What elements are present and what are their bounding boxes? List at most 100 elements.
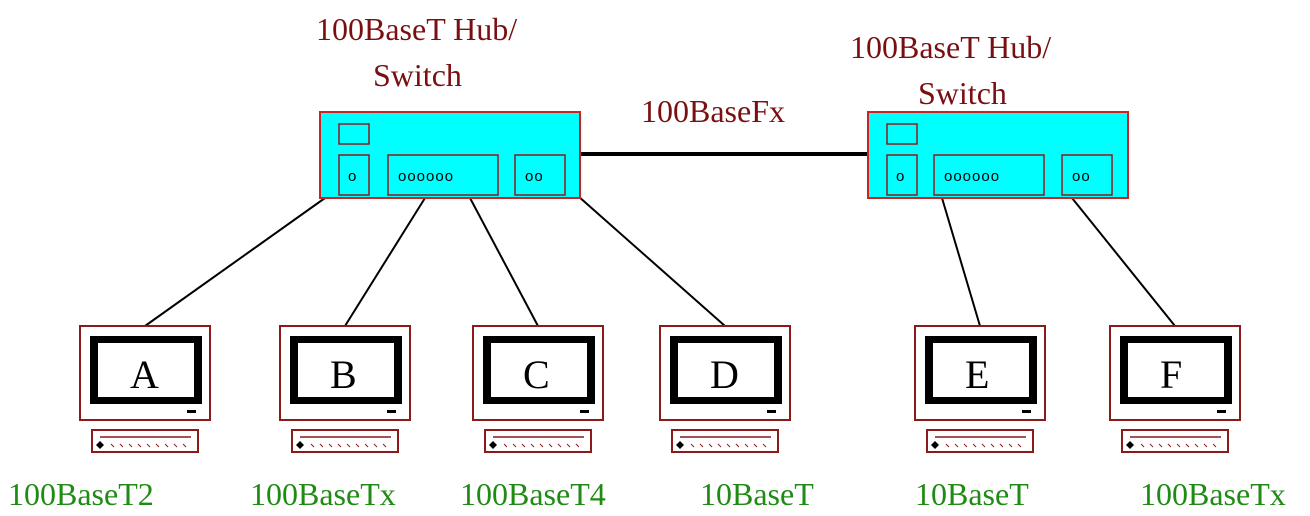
hub-2-port-group-glyph: oooooo	[944, 168, 1000, 185]
computer-b-keyboard-key-4	[346, 443, 351, 448]
computer-e-keyboard-key-2	[963, 443, 968, 448]
computer-e-keyboard-key-8	[1017, 443, 1022, 448]
computer-d-keyboard-key-6	[744, 443, 749, 448]
cable-type-d: 10BaseT	[700, 476, 814, 512]
computer-e-keyboard-key-3	[972, 443, 977, 448]
computer-f-keyboard-key-6	[1194, 443, 1199, 448]
computer-a-keyboard-key	[96, 441, 104, 449]
computer-a-keyboard-key-5	[155, 443, 160, 448]
computer-f	[1109, 325, 1241, 453]
computer-b-keyboard-key-2	[328, 443, 333, 448]
computer-c-keyboard-key-7	[566, 443, 571, 448]
computer-a-keyboard-key-4	[146, 443, 151, 448]
computer-b-keyboard-key-1	[319, 443, 324, 448]
computer-c-screen	[491, 343, 587, 397]
computer-d-keyboard-key	[676, 441, 684, 449]
computer-f-keyboard	[1121, 429, 1229, 453]
computer-d-keyboard-key-8	[762, 443, 767, 448]
computer-b-keyboard-key-0	[310, 443, 315, 448]
computer-e-screen	[933, 343, 1029, 397]
computer-c-keyboard-key-6	[557, 443, 562, 448]
cable-type-c: 100BaseT4	[460, 476, 606, 512]
computer-e-keyboard-key-0	[945, 443, 950, 448]
hub-2-port-single-glyph: o	[896, 168, 905, 185]
computer-b-keyboard-key-3	[337, 443, 342, 448]
hub-2-port-single	[886, 154, 918, 196]
cable-f	[1071, 197, 1176, 327]
computer-d-keyboard-key-2	[708, 443, 713, 448]
computer-a-screen	[98, 343, 194, 397]
hub-2: o oooooo oo	[867, 111, 1129, 199]
computer-f-screen	[1128, 343, 1224, 397]
computer-c-keyboard-key-3	[530, 443, 535, 448]
hub-2-label-line2: Switch	[918, 75, 1007, 111]
computer-b-keyboard-key-5	[355, 443, 360, 448]
computer-e-label: E	[965, 352, 989, 397]
computer-f-label: F	[1160, 352, 1182, 397]
computer-c-keyboard-key-2	[521, 443, 526, 448]
hub-2-port-pair-glyph: oo	[1072, 168, 1091, 185]
computer-d-screen	[678, 343, 774, 397]
hub-1-port-single	[338, 154, 370, 196]
cable-c	[469, 197, 539, 327]
computer-d-keyboard-key-4	[726, 443, 731, 448]
hub-2-port-group	[933, 154, 1045, 196]
computer-e-keyboard-key-4	[981, 443, 986, 448]
computer-c-keyboard-key	[489, 441, 497, 449]
computer-c-keyboard-key-5	[548, 443, 553, 448]
computer-d-keyboard-key-3	[717, 443, 722, 448]
computer-e-keyboard-key-1	[954, 443, 959, 448]
cable-type-e: 10BaseT	[915, 476, 1029, 512]
computer-f-keyboard-key-3	[1167, 443, 1172, 448]
hub-1-port-pair-glyph: oo	[525, 168, 544, 185]
fiber-link-label: 100BaseFx	[641, 93, 785, 129]
computer-d-label: D	[710, 352, 739, 397]
computer-a-keyboard	[91, 429, 199, 453]
computer-f-keyboard-key-4	[1176, 443, 1181, 448]
computer-b-keyboard-key-6	[364, 443, 369, 448]
computer-c-keyboard-key-0	[503, 443, 508, 448]
cable-type-b: 100BaseTx	[250, 476, 396, 512]
computer-f-keyboard-key-1	[1149, 443, 1154, 448]
computer-f-keyboard-key-8	[1212, 443, 1217, 448]
computer-e-keyboard-key	[931, 441, 939, 449]
computer-b-power-led	[387, 410, 396, 413]
computer-c-keyboard-key-1	[512, 443, 517, 448]
cable-a	[144, 197, 326, 327]
computer-d-keyboard-key-7	[753, 443, 758, 448]
computer-e-keyboard	[926, 429, 1034, 453]
computer-a-keyboard-key-7	[173, 443, 178, 448]
computer-c	[472, 325, 604, 453]
computer-a-keyboard-key-1	[119, 443, 124, 448]
computer-d-keyboard-key-5	[735, 443, 740, 448]
hub-2-port-pair	[1061, 154, 1113, 196]
computer-f-keyboard-key-7	[1203, 443, 1208, 448]
hub-1-label-line1: 100BaseT Hub/	[316, 11, 517, 47]
computer-d-keyboard-key-0	[690, 443, 695, 448]
computer-b	[279, 325, 411, 453]
computer-e-keyboard-key-5	[990, 443, 995, 448]
computer-a	[79, 325, 211, 453]
hub-1-port-pair	[514, 154, 566, 196]
cable-d	[577, 195, 726, 327]
computer-a-keyboard-key-2	[128, 443, 133, 448]
computer-d	[659, 325, 791, 453]
computer-e	[914, 325, 1046, 453]
computer-d-power-led	[767, 410, 776, 413]
computer-a-keyboard-key-3	[137, 443, 142, 448]
computer-c-label: C	[523, 352, 550, 397]
computer-a-keyboard-key-8	[182, 443, 187, 448]
hub-1-port-group	[387, 154, 499, 196]
computer-b-label: B	[330, 352, 357, 397]
hub-1-indicator	[338, 123, 370, 145]
cable-b	[344, 197, 426, 327]
computer-d-keyboard	[671, 429, 779, 453]
cable-e	[941, 197, 981, 327]
computer-b-screen	[298, 343, 394, 397]
computer-c-power-led	[580, 410, 589, 413]
hub-1-port-group-glyph: oooooo	[398, 168, 454, 185]
computer-c-keyboard-key-8	[575, 443, 580, 448]
hub-1: o oooooo oo	[319, 111, 581, 199]
